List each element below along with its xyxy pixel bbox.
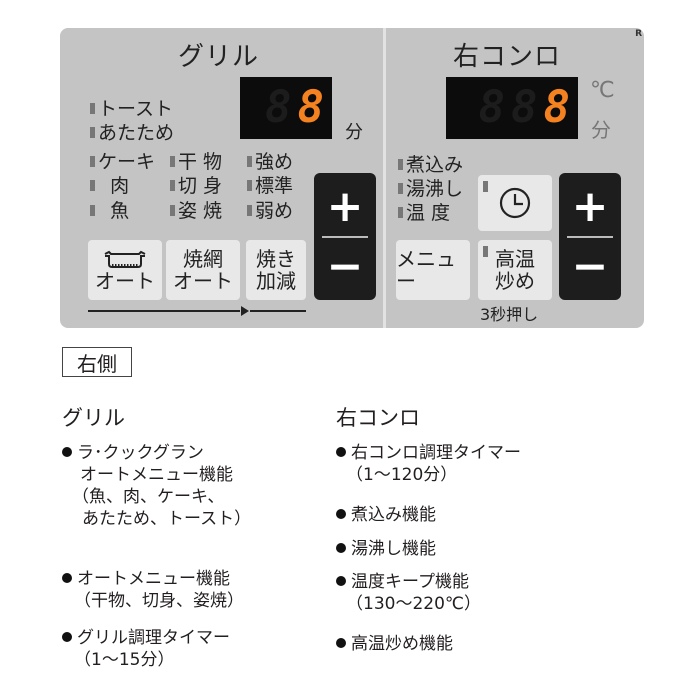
menu-label: メニュー [396,247,456,293]
kagen-line2: 加減 [256,269,296,293]
sequence-arrow-line-2 [250,310,306,312]
kagen-line1: 焼き [256,247,296,271]
led-indicator [483,246,488,257]
legend-grill-feature-2: オートメニュー機能 （干物、切身、姿焼） [62,568,244,612]
grill-auto-button[interactable]: オート [88,240,162,300]
right-burner-display: 8 8 8 [446,77,578,139]
grill-yakiami-auto-button[interactable]: 焼網 オート [166,240,240,300]
burner-plus-button[interactable]: + [571,181,609,232]
legend-burner-feature-2: 煮込み機能 [336,504,436,526]
led-indicator [398,207,403,218]
grill-label-reheat: あたため [90,122,174,144]
bullet-icon [62,632,72,642]
led-indicator [247,180,252,191]
unit-minutes: 分 [591,118,611,142]
legend-burner-feature-3: 湯沸し機能 [336,538,436,560]
burner-minus-button[interactable]: − [571,241,609,292]
led-indicator [398,159,403,170]
grill-label-sugatayaki: 姿 焼 [170,200,222,222]
grill-label-fish: 魚 [90,200,129,222]
grill-label-meat: 肉 [90,175,129,197]
grill-plus-minus-control: + − [314,173,376,300]
burner-digit-1: 8 [478,82,506,133]
legend-grill-feature-3: グリル調理タイマー （1～15分） [62,627,230,671]
grill-minus-button[interactable]: − [326,241,364,292]
burner-plus-minus-control: + − [559,173,621,300]
grill-label-strong: 強め [247,151,293,173]
grill-label-himono: 干 物 [170,151,222,173]
led-indicator [90,103,95,114]
grill-auto-label: オート [95,269,155,293]
grill-unit-minutes: 分 [345,122,363,143]
bullet-icon [336,509,346,519]
legend-burner-title: 右コンロ [336,406,420,430]
led-indicator [90,127,95,138]
burner-high-temp-button[interactable]: 高温 炒め [478,240,552,300]
legend-burner-feature-4: 温度キープ機能 （130～220℃） [336,571,481,615]
grill-yaki-kagen-button[interactable]: 焼き 加減 [246,240,306,300]
hold-3sec-note: 3秒押し [480,305,539,324]
yakiami-line1: 焼網 [183,247,223,271]
led-indicator [398,183,403,194]
grill-label-standard: 標準 [247,175,293,197]
burner-label-nikomi: 煮込み [398,154,463,176]
burner-menu-button[interactable]: メニュー [396,240,470,300]
bullet-icon [62,447,72,457]
bullet-icon [336,543,346,553]
yakiami-line2: オート [173,269,233,293]
side-tag: 右側 [62,347,132,377]
burner-digit-3: 8 [543,82,571,133]
panel-divider [383,28,386,328]
high-temp-line1: 高温 [495,247,535,271]
grill-digit-2: 8 [297,82,325,133]
high-temp-line2: 炒め [495,269,535,293]
r-mark: R [635,29,642,39]
led-indicator [247,156,252,167]
legend-grill-title: グリル [62,406,125,430]
unit-celsius: ℃ [590,78,615,103]
led-indicator [483,181,488,192]
led-indicator [170,180,175,191]
led-indicator [90,205,95,216]
led-indicator [90,156,95,167]
grill-label-weak: 弱め [247,200,293,222]
pm-separator [322,236,368,238]
right-burner-title: 右コンロ [453,42,562,72]
led-indicator [90,180,95,191]
clock-icon [499,187,531,219]
led-indicator [170,205,175,216]
legend-burner-feature-5: 高温炒め機能 [336,633,453,655]
grill-label-cake: ケーキ [90,151,155,173]
control-panel: R グリル 8 8 分 トースト あたため ケーキ 肉 魚 干 物 切 身 姿 … [60,28,644,328]
grill-label-toast: トースト [90,98,173,120]
grill-title: グリル [178,42,260,72]
burner-label-yuwakashi: 湯沸し [398,178,463,200]
legend-burner-feature-1: 右コンロ調理タイマー （1～120分） [336,442,521,486]
led-indicator [170,156,175,167]
grill-pan-icon [104,250,146,268]
bullet-icon [62,573,72,583]
grill-digit-1: 8 [265,82,292,133]
grill-label-kirimi: 切 身 [170,175,222,197]
bullet-icon [336,447,346,457]
led-indicator [247,205,252,216]
pm-separator [567,236,613,238]
bullet-icon [336,638,346,648]
grill-timer-display: 8 8 [240,77,332,139]
burner-label-ondo: 温 度 [398,202,450,224]
burner-digit-2: 8 [511,82,538,133]
grill-plus-button[interactable]: + [326,181,364,232]
burner-timer-button[interactable] [478,175,552,231]
sequence-arrow-head-icon [241,306,249,316]
bullet-icon [336,576,346,586]
legend-grill-feature-1: ラ･クックグラン オートメニュー機能 （魚、肉、ケーキ、 あたため、トースト） [62,442,251,530]
sequence-arrow-line [88,310,240,312]
